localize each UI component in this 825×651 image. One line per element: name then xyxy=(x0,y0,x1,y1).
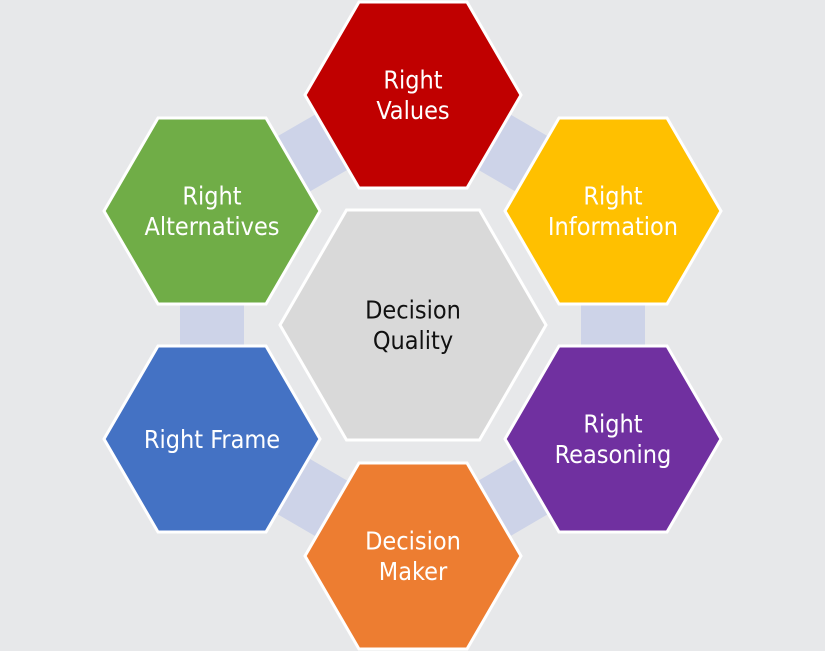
hexagon-shape-right-alternatives xyxy=(102,116,322,306)
hexagon-label-decision-quality-line-1: Decision xyxy=(365,296,461,325)
hexagon-label-decision-maker-line-2: Maker xyxy=(379,557,448,586)
hexagon-shape-right-reasoning xyxy=(503,344,723,534)
hexagon-label-right-reasoning-line-1: Right xyxy=(583,410,642,439)
hexagon-right-frame: Right Frame xyxy=(102,344,322,534)
hexagon-label-right-values-line-2: Values xyxy=(376,96,449,125)
hexagon-label-right-alternatives-line-2: Alternatives xyxy=(144,212,279,241)
hexagon-label-right-frame-line-1: Right Frame xyxy=(144,425,280,454)
hexagon-label-decision-maker-line-1: Decision xyxy=(365,527,461,556)
hexagon-shape-right-values xyxy=(303,0,523,190)
hexagon-shape-decision-quality xyxy=(278,208,548,442)
hexagon-shape-right-frame xyxy=(102,344,322,534)
hexagon-label-right-values-line-1: Right xyxy=(383,66,442,95)
hexagon-label-right-information-line-2: Information xyxy=(548,212,678,241)
hexagon-label-right-alternatives-line-1: Right xyxy=(182,182,241,211)
hexagon-shape-right-information xyxy=(503,116,723,306)
hexagon-label-decision-quality-line-2: Quality xyxy=(373,326,453,355)
hexagon-label-right-information-line-1: Right xyxy=(583,182,642,211)
hexagon-layer: RightValuesRightInformationRightReasonin… xyxy=(102,0,723,651)
hexagon-shape-decision-maker xyxy=(303,461,523,651)
hexagon-label-right-reasoning-line-2: Reasoning xyxy=(555,440,672,469)
